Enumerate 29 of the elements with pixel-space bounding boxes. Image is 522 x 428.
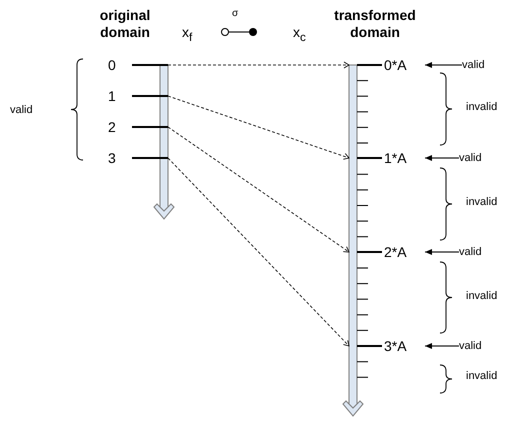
annotation: valid bbox=[10, 104, 33, 116]
tick-label: 0*A bbox=[384, 57, 407, 73]
arrow bbox=[424, 343, 460, 349]
arrow bbox=[424, 249, 460, 255]
mapping-arrow bbox=[168, 158, 350, 346]
heading: transformed domain bbox=[333, 7, 417, 41]
tick-label: valid bbox=[459, 336, 499, 356]
annotation: invalid bbox=[466, 101, 498, 113]
tick-label: valid bbox=[462, 55, 502, 75]
mapping-arrow bbox=[168, 96, 350, 160]
variable-label: x$_{f}$ bbox=[182, 24, 192, 44]
annotation: invalid bbox=[466, 290, 498, 302]
variable-label: x$_{c}$ bbox=[293, 24, 306, 44]
arrow bbox=[424, 62, 462, 68]
tick-label: 0 bbox=[108, 57, 116, 73]
tick-label: valid bbox=[459, 242, 499, 262]
tick-label: 3 bbox=[108, 150, 116, 166]
tick-label: 2 bbox=[108, 119, 116, 135]
arrow bbox=[424, 155, 460, 161]
tick-label: 1 bbox=[108, 88, 116, 104]
tick-label: valid bbox=[459, 148, 499, 168]
tick-label: 1*A bbox=[384, 150, 407, 166]
annotation: invalid bbox=[466, 196, 498, 208]
annotation: invalid bbox=[466, 370, 498, 382]
symbol-label: σ bbox=[232, 8, 238, 19]
tick-label: 3*A bbox=[384, 338, 407, 354]
mapping-arrow bbox=[168, 62, 350, 68]
tick-label: 2*A bbox=[384, 244, 407, 260]
heading: original domain bbox=[98, 7, 152, 41]
